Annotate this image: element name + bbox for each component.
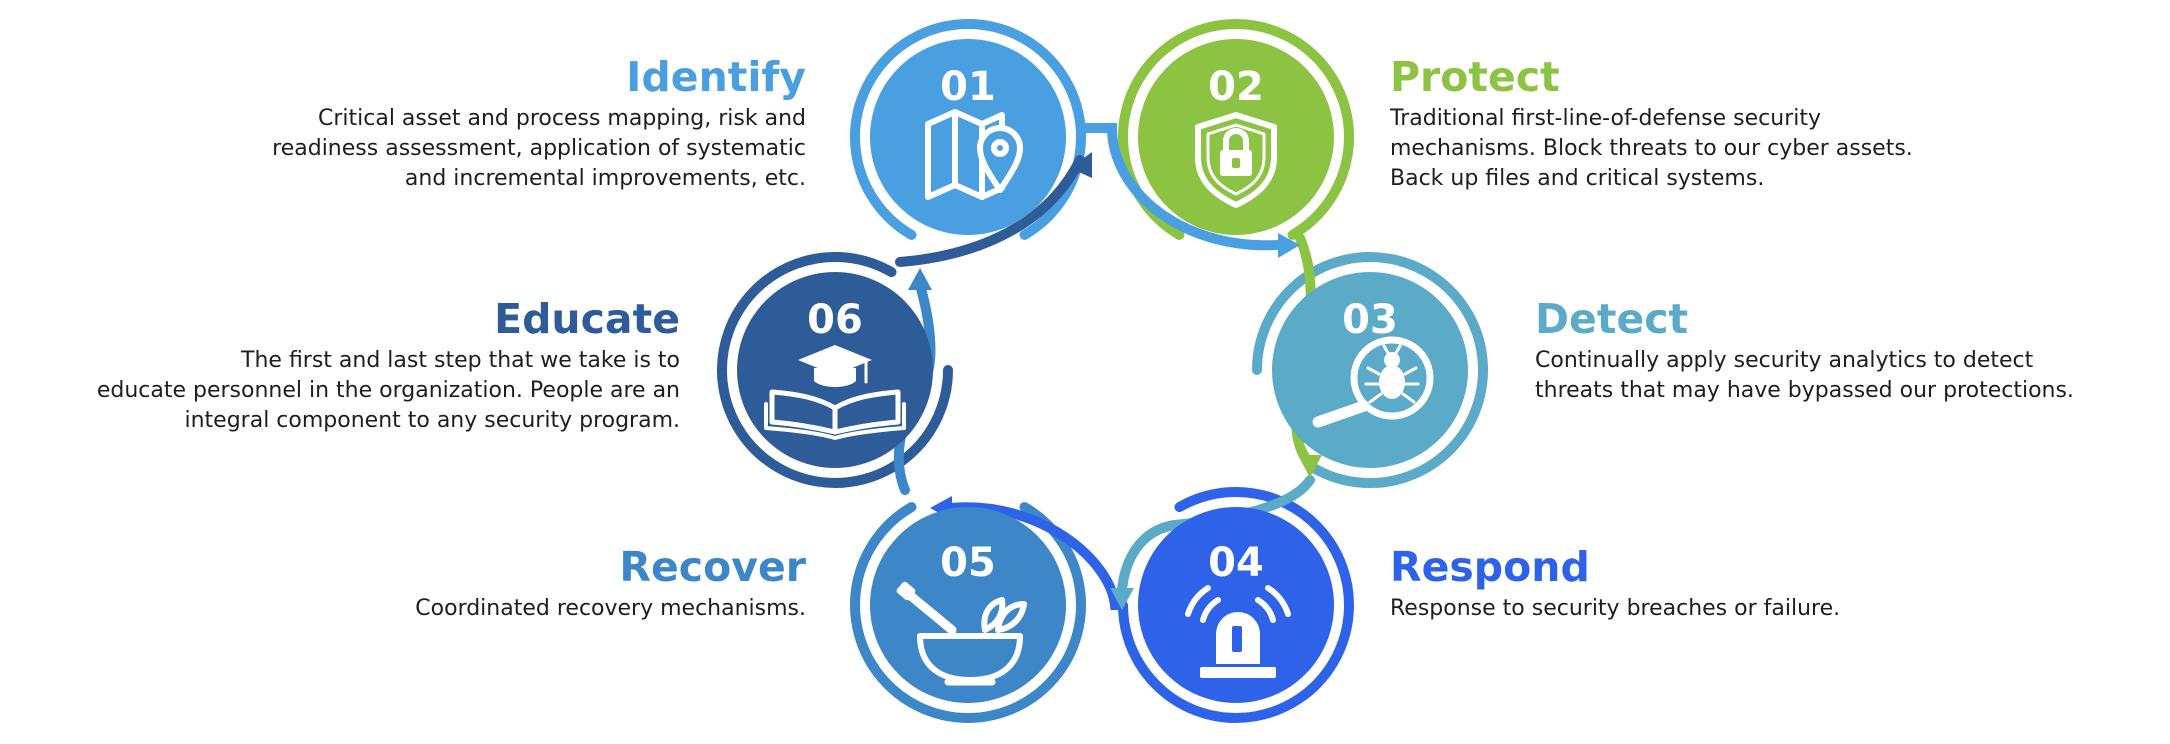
step-detect-title: Detect [1535,295,1689,343]
mortar-pestle-icon [896,581,1027,686]
step-respond-info: Respond Response to security breaches or… [1390,544,1990,624]
description-line: integral component to any security progr… [184,408,680,433]
ring-arc-06 [717,251,953,488]
ring-arc-05 [850,502,1086,723]
description-line: and incremental improvements, etc. [404,166,806,191]
connector-arrow-06 [895,155,1085,267]
graduation-book-icon [764,345,906,440]
step-identify-title: Identify [626,53,806,101]
description-line: mechanisms. Block threats to our cyber a… [1390,136,1913,161]
ring-arc-02 [1118,19,1354,240]
connector-arrow-01 [1081,123,1283,251]
description-line: readiness assessment, application of sys… [272,136,806,161]
step-icons [764,109,1434,686]
description-line: Back up files and critical systems. [1390,166,1765,191]
step-number-05: 05 [940,540,996,586]
step-detect-description: Continually apply security analytics to … [1535,346,2135,406]
step-identify-description: Critical asset and process mapping, risk… [206,104,806,194]
step-protect-title: Protect [1390,53,1560,101]
description-line: educate personnel in the organization. P… [96,378,680,403]
shield-lock-icon [1195,112,1277,208]
step-circle-02 [1138,39,1334,235]
step-respond-description: Response to security breaches or failure… [1390,594,1990,624]
arrow-head [1110,588,1134,610]
description-line: Coordinated recovery mechanisms. [415,596,806,621]
step-circle-04 [1138,507,1334,703]
connector-arcs [717,19,1488,723]
alarm-siren-icon [1185,585,1291,678]
step-identify-info: Identify Critical asset and process mapp… [206,54,806,194]
ring-arc-03 [1252,252,1488,489]
step-number-06: 06 [807,297,863,343]
step-educate-title: Educate [494,295,680,343]
step-protect-info: Protect Traditional first-line-of-defens… [1390,54,1990,194]
step-number-01: 01 [940,64,996,110]
step-number-02: 02 [1208,64,1264,110]
step-number-03: 03 [1342,297,1398,343]
arrow-head [1070,152,1092,178]
connector-arrow-04 [945,502,1125,610]
step-protect-description: Traditional first-line-of-defense securi… [1390,104,1990,194]
description-line: Traditional first-line-of-defense securi… [1390,106,1822,131]
step-recover-description: Coordinated recovery mechanisms. [206,594,806,624]
step-circle-01 [870,39,1066,235]
magnifier-bug-icon [1312,336,1434,428]
arrow-head [908,268,932,290]
description-line: Continually apply security analytics to … [1535,348,2034,373]
ring-arc-04 [1118,486,1354,723]
step-respond-title: Respond [1390,543,1590,591]
step-detect-info: Detect Continually apply security analyt… [1535,296,2135,406]
description-line: The first and last step that we take is … [241,348,680,373]
arrow-head [1298,455,1322,478]
step-circle-05 [870,507,1066,703]
step-educate-info: Educate The first and last step that we … [80,296,680,436]
step-recover-info: Recover Coordinated recovery mechanisms. [206,544,806,624]
step-number-04: 04 [1208,540,1264,586]
description-line: Critical asset and process mapping, risk… [317,106,806,131]
arrow-head [1278,233,1300,258]
step-educate-description: The first and last step that we take is … [80,346,680,436]
map-pin-icon [925,109,1023,200]
step-recover-title: Recover [619,543,806,591]
description-line: Response to security breaches or failure… [1390,596,1841,621]
description-line: threats that may have bypassed our prote… [1535,378,2074,403]
